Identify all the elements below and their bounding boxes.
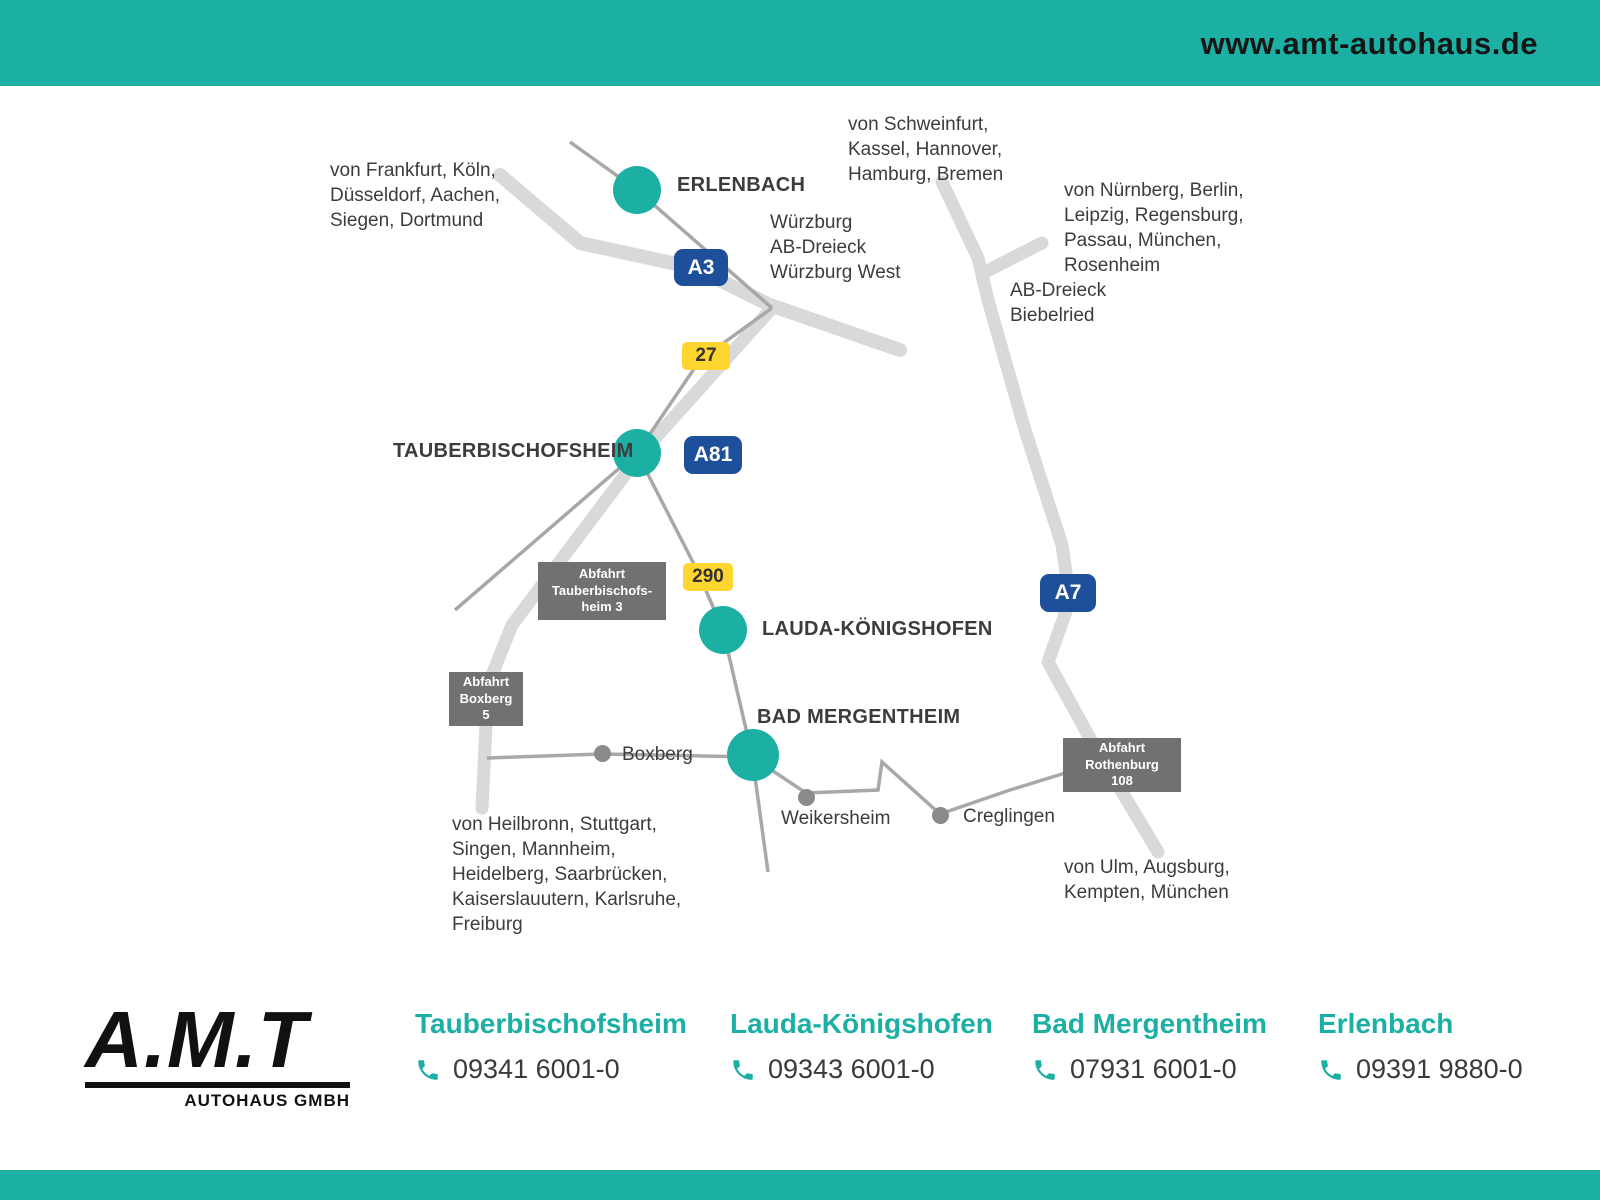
road-a81 [475,301,779,815]
exit-sign-rothenburg: Abfahrt Rothenburg 108 [1063,738,1181,792]
website-url: www.amt-autohaus.de [1200,26,1538,61]
highway-badge-a81: A81 [686,438,740,472]
town-label-creglingen: Creglingen [963,806,1055,827]
footer-location-tauberbischofsheim: Tauberbischofsheim 09341 6001-0 [415,1008,687,1085]
location-phone: 07931 6001-0 [1070,1054,1237,1084]
bottom-bar [0,1170,1600,1200]
company-logo: A.M.T AUTOHAUS GMBH [85,1000,350,1111]
town-marker-weikersheim [798,789,815,806]
city-label-tauberbischofsheim: TAUBERBISCHOFSHEIM [393,440,634,462]
location-name: Bad Mergentheim [1032,1008,1267,1039]
highway-badge-a7: A7 [1042,576,1094,610]
exit-sign-boxberg: Abfahrt Boxberg 5 [449,672,523,726]
footer-location-erlenbach: Erlenbach 09391 9880-0 [1318,1008,1523,1085]
road-b290 [635,452,770,873]
city-label-erlenbach: ERLENBACH [677,174,806,196]
route-badge-27: 27 [682,342,730,370]
town-label-boxberg: Boxberg [622,744,693,765]
phone-icon [733,1059,753,1080]
footer-location-lauda-koenigshofen: Lauda-Königshofen 09343 6001-0 [730,1008,993,1085]
town-marker-creglingen [932,807,949,824]
city-marker-tauberbischofsheim [613,429,661,477]
footer-location-bad-mergentheim: Bad Mergentheim 07931 6001-0 [1032,1008,1267,1085]
direction-label-frankfurt: von Frankfurt, Köln, Düsseldorf, Aachen,… [330,160,501,232]
direction-label-schweinfurt: von Schweinfurt, Kassel, Hannover, Hambu… [848,114,1004,186]
phone-icon [1035,1059,1055,1080]
city-label-lauda-koenigshofen: LAUDA-KÖNIGSHOFEN [762,618,993,640]
road-a7-branch [978,236,1049,279]
location-name: Lauda-Königshofen [730,1008,993,1039]
logo-subtitle: AUTOHAUS GMBH [85,1082,350,1111]
road-boxberg [486,752,753,760]
location-phone-row: 09341 6001-0 [415,1054,687,1085]
exit-sign-tauberbischofsheim: Abfahrt Tauberbischofs- heim 3 [538,562,666,620]
town-label-weikersheim: Weikersheim [781,808,891,829]
junction-label-biebelried: AB-Dreieck Biebelried [1010,280,1107,327]
city-marker-bad-mergentheim [727,729,779,781]
top-bar [0,0,1600,86]
logo-wordmark: A.M.T [85,995,308,1084]
route-badge-290: 290 [683,563,733,591]
phone-icon [418,1059,438,1080]
city-label-bad-mergentheim: BAD MERGENTHEIM [757,706,961,728]
direction-label-nuernberg: von Nürnberg, Berlin, Leipzig, Regensbur… [1064,180,1244,277]
direction-label-heilbronn: von Heilbronn, Stuttgart, Singen, Mannhe… [452,814,682,936]
phone-icon [1321,1059,1341,1080]
location-name: Tauberbischofsheim [415,1008,687,1039]
town-marker-boxberg [594,745,611,762]
city-marker-erlenbach [613,166,661,214]
city-marker-lauda-koenigshofen [699,606,747,654]
location-name: Erlenbach [1318,1008,1454,1039]
location-phone: 09343 6001-0 [768,1054,935,1084]
highway-badge-a3: A3 [676,251,726,284]
junction-label-wuerzburg: Würzburg AB-Dreieck Würzburg West [770,212,901,284]
location-phone-row: 09391 9880-0 [1318,1054,1523,1085]
location-phone: 09391 9880-0 [1356,1054,1523,1084]
location-phone: 09341 6001-0 [453,1054,620,1084]
road-erlenbach [568,140,774,310]
location-phone-row: 07931 6001-0 [1032,1054,1267,1085]
direction-label-ulm: von Ulm, Augsburg, Kempten, München [1064,857,1230,904]
location-phone-row: 09343 6001-0 [730,1054,993,1085]
